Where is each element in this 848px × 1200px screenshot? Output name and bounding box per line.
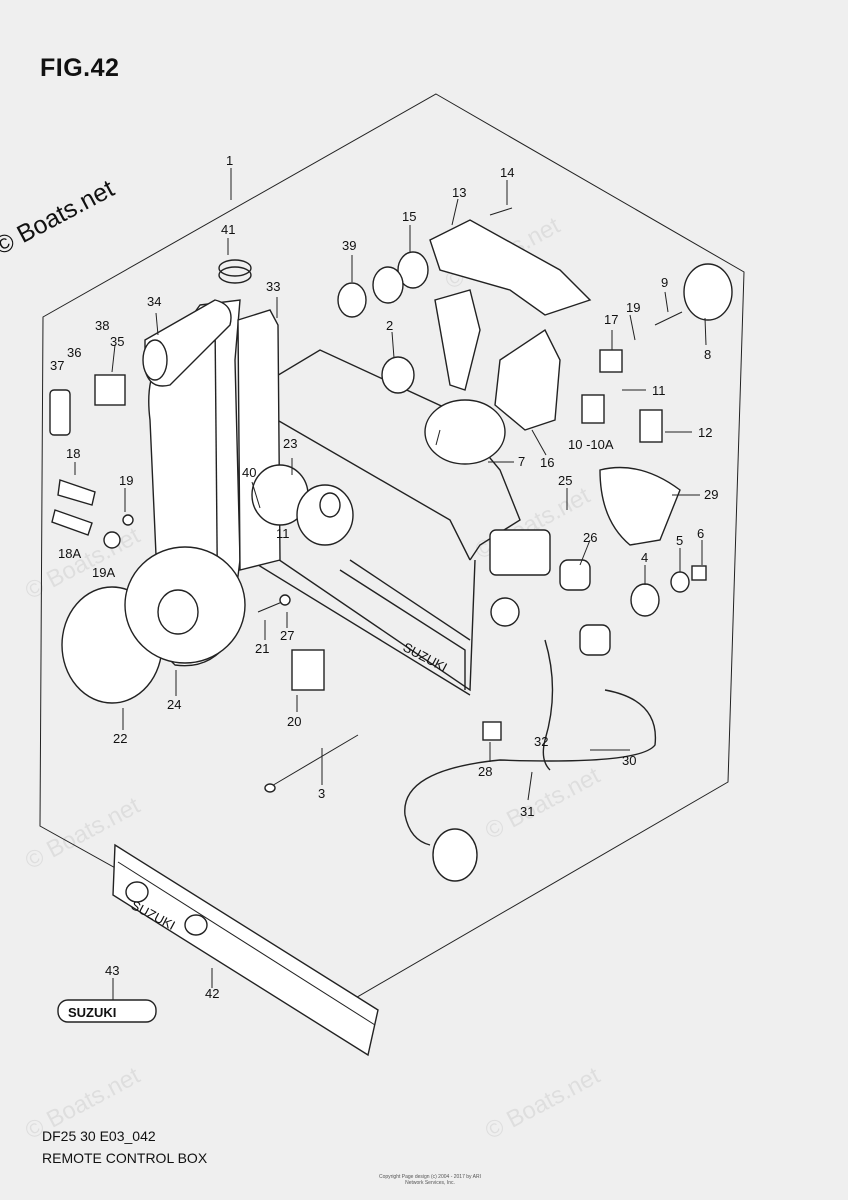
cover-plate <box>61 546 246 704</box>
wire-harness <box>404 689 657 882</box>
ring-2 <box>381 356 415 394</box>
bolt-21 <box>257 601 283 613</box>
label-8: 8 <box>704 347 711 362</box>
ring-15 <box>397 251 429 289</box>
part-labels: 1 2 3 4 5 6 7 8 9 10 -10A 11 11 12 13 14… <box>50 153 718 1001</box>
switch-12 <box>639 409 663 443</box>
disc-39 <box>337 282 367 318</box>
nut-6 <box>691 565 707 581</box>
friction-plate <box>424 399 506 465</box>
pins <box>51 479 134 549</box>
label-28: 28 <box>478 764 492 779</box>
spring-41 <box>218 259 252 277</box>
label-42: 42 <box>205 986 219 1001</box>
label-22: 22 <box>113 731 127 746</box>
emblem: SUZUKI <box>57 999 157 1023</box>
label-15: 15 <box>402 209 416 224</box>
switch-10 <box>581 394 605 424</box>
copyright-note: Copyright Page design (c) 2004 - 2017 by… <box>378 1174 481 1186</box>
leader-lines <box>74 168 707 1000</box>
emblem-brand: SUZUKI <box>68 1005 116 1020</box>
label-18a: 18A <box>58 546 81 561</box>
label-39: 39 <box>342 238 356 253</box>
washer-4 <box>630 583 660 617</box>
figure-caption: REMOTE CONTROL BOX <box>42 1150 208 1166</box>
cap-8 <box>683 263 733 321</box>
label-29: 29 <box>704 487 718 502</box>
label-33: 33 <box>266 279 280 294</box>
link-arm <box>434 289 481 391</box>
label-41: 41 <box>221 222 235 237</box>
label-21: 21 <box>255 641 269 656</box>
label-18: 18 <box>66 446 80 461</box>
label-19: 19 <box>626 300 640 315</box>
label-43: 43 <box>105 963 119 978</box>
label-10: 10 -10A <box>568 437 614 452</box>
figure-title: FIG.42 <box>40 54 120 82</box>
label-26: 26 <box>583 530 597 545</box>
spring-41b <box>218 266 252 284</box>
label-32: 32 <box>534 734 548 749</box>
label-24: 24 <box>167 697 181 712</box>
key-switch <box>489 529 611 656</box>
label-36: 36 <box>67 345 81 360</box>
lever-bracket <box>494 328 561 431</box>
label-6: 6 <box>697 526 704 541</box>
label-9: 9 <box>661 275 668 290</box>
label-19b: 19 <box>119 473 133 488</box>
spring-clip <box>291 649 325 691</box>
label-16: 16 <box>540 455 554 470</box>
label-3: 3 <box>318 786 325 801</box>
stop-switch <box>482 597 554 771</box>
label-19a: 19A <box>92 565 115 580</box>
label-2: 2 <box>386 318 393 333</box>
label-7: 7 <box>518 454 525 469</box>
washer-5 <box>670 571 690 593</box>
arm-plate <box>429 219 592 316</box>
screw-14 <box>489 207 513 216</box>
label-30: 30 <box>622 753 636 768</box>
label-38: 38 <box>95 318 109 333</box>
label-23: 23 <box>283 436 297 451</box>
bolt-9 <box>654 311 683 326</box>
switch-bracket <box>49 389 71 436</box>
neutral-switch <box>94 374 126 406</box>
label-11a: 11 <box>652 383 666 398</box>
figure-code: DF25 30 E03_042 <box>42 1128 156 1144</box>
label-5: 5 <box>676 533 683 548</box>
ring-15b <box>372 266 404 304</box>
connector-28 <box>482 721 502 741</box>
label-34: 34 <box>147 294 161 309</box>
throttle-gear <box>251 464 354 546</box>
label-4: 4 <box>641 550 648 565</box>
clip-17 <box>599 349 623 373</box>
side-plate: SUZUKI <box>112 843 379 1057</box>
label-37: 37 <box>50 358 64 373</box>
label-14: 14 <box>500 165 514 180</box>
label-27: 27 <box>280 628 294 643</box>
label-12: 12 <box>698 425 712 440</box>
long-bolt <box>264 734 359 793</box>
label-40: 40 <box>242 465 256 480</box>
label-17: 17 <box>604 312 618 327</box>
label-20: 20 <box>287 714 301 729</box>
cover-29 <box>599 466 681 546</box>
handle-grip <box>142 299 232 387</box>
washer-27 <box>279 594 291 606</box>
label-11b: 11 <box>276 526 290 541</box>
label-25: 25 <box>558 473 572 488</box>
label-31: 31 <box>520 804 534 819</box>
label-35: 35 <box>110 334 124 349</box>
label-1: 1 <box>226 153 233 168</box>
label-13: 13 <box>452 185 466 200</box>
